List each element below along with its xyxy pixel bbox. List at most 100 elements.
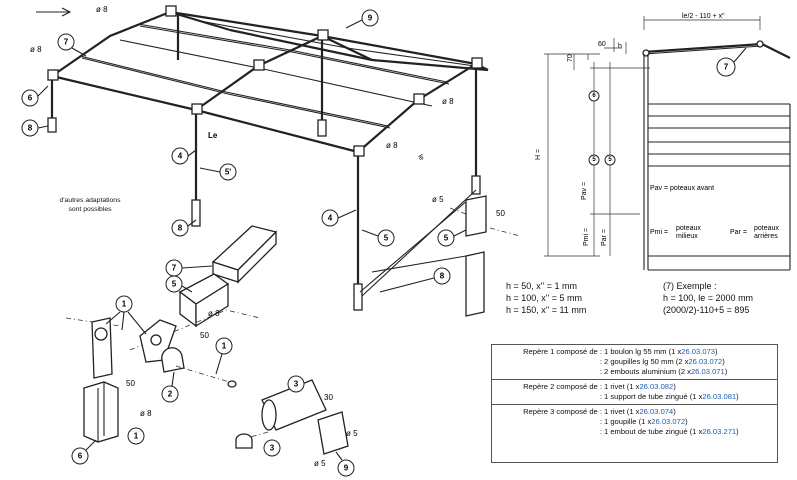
svg-text:ø 8: ø 8	[140, 409, 152, 418]
legend-text: 1 rivet (1 x	[604, 407, 640, 416]
svg-text:7: 7	[172, 264, 177, 273]
legend-text: 2 embouts aluminium (2 x	[604, 367, 691, 376]
legend-part-ref[interactable]: 26.03.081	[702, 392, 737, 401]
callout-7-section: 7	[716, 57, 736, 77]
example-line-2: (2000/2)-110+5 = 895	[663, 305, 750, 315]
legend-text: 1 rivet (1 x	[604, 382, 640, 391]
svg-text:arrières: arrières	[754, 233, 778, 240]
legend-part-ref[interactable]: 26.03.072	[651, 417, 686, 426]
adaptation-note: d'autres adaptations sont possibles	[59, 197, 121, 213]
legend-part-ref[interactable]: 26.03.072	[688, 357, 723, 366]
svg-text:5: 5	[444, 234, 449, 243]
svg-text:ø 8: ø 8	[386, 141, 398, 150]
svg-text:8: 8	[440, 272, 445, 281]
legend-part-ref[interactable]: 26.03.271	[702, 427, 737, 436]
callout-5-post: 5	[437, 229, 455, 247]
svg-text:2: 2	[168, 390, 173, 399]
callout-8-left: 8	[21, 119, 39, 137]
section-symbol-5: 5	[588, 154, 600, 166]
callout-7-detail: 7	[165, 259, 183, 277]
svg-text:4: 4	[328, 214, 333, 223]
svg-text:7: 7	[724, 63, 729, 72]
callout-1-mid: 1	[215, 337, 233, 355]
legend-text: 1 goupille (1 x	[604, 417, 652, 426]
callout-4-right: 4	[321, 209, 339, 227]
legend-row: :2 goupilles lg 50 mm (2 x 26.03.072)	[496, 357, 773, 367]
main-frame	[47, 5, 489, 311]
svg-text:50: 50	[200, 331, 209, 340]
svg-text:5: 5	[608, 157, 612, 163]
svg-text:50: 50	[496, 209, 505, 218]
legend-row: Repère 1 composé de :1 boulon lg 55 mm (…	[496, 347, 773, 357]
formula-h100: h = 100, x'' = 5 mm	[506, 293, 582, 303]
legend-key: :	[599, 357, 602, 366]
legend-key: :	[599, 417, 602, 426]
callout-1-bottom: 1	[127, 427, 145, 445]
svg-text:le: le	[416, 154, 425, 162]
svg-text:9: 9	[344, 464, 349, 473]
svg-text:Pmi =: Pmi =	[650, 229, 668, 236]
svg-text:4: 4	[178, 152, 183, 161]
svg-text:6: 6	[28, 94, 33, 103]
svg-text:6: 6	[592, 93, 596, 99]
legend-row: :2 embouts aluminium (2 x 26.03.071)	[496, 367, 773, 377]
callouts: 9 7 6 8 4 5' 8 4 5 5 8 7 5 1 1 2 3 6 1	[21, 9, 747, 477]
svg-text:Pmi =: Pmi =	[583, 228, 590, 246]
callout-6-bottom: 6	[71, 447, 89, 465]
legend-key: Repère 3 composé de :	[523, 407, 602, 416]
legend-text: 2 goupilles lg 50 mm (2 x	[604, 357, 689, 366]
section-symbol-5b: 5	[604, 154, 616, 166]
legend-key: Repère 2 composé de :	[523, 382, 602, 391]
legend-group-1: Repère 1 composé de :1 boulon lg 55 mm (…	[492, 345, 777, 380]
legend-key: :	[599, 427, 602, 436]
legend-part-ref[interactable]: 26.03.071	[690, 367, 725, 376]
legend-text: 1 support de tube zingué (1 x	[604, 392, 703, 401]
svg-text:ø 8: ø 8	[96, 5, 108, 14]
svg-text:8: 8	[178, 224, 183, 233]
legend-key: Repère 1 composé de :	[523, 347, 602, 356]
legend-part-ref[interactable]: 26.03.073	[681, 347, 716, 356]
legend-part-ref[interactable]: 26.03.074	[639, 407, 674, 416]
legend-group-3: Repère 3 composé de :1 rivet (1 x 26.03.…	[492, 405, 777, 439]
example-line-1: h = 100, le = 2000 mm	[663, 293, 754, 303]
legend-row: Repère 2 composé de :1 rivet (1 x 26.03.…	[496, 382, 773, 392]
svg-text:ø 5: ø 5	[346, 429, 358, 438]
svg-text:poteaux: poteaux	[676, 225, 701, 232]
svg-text:6: 6	[78, 452, 83, 461]
legend-group-2: Repère 2 composé de :1 rivet (1 x 26.03.…	[492, 380, 777, 405]
svg-text:3: 3	[270, 444, 275, 453]
svg-text:ø 5: ø 5	[432, 195, 444, 204]
svg-text:ø 8: ø 8	[442, 97, 454, 106]
callout-3-bottom: 3	[263, 439, 281, 457]
legend-row: :1 embout de tube zingué (1 x 26.03.271)	[496, 427, 773, 437]
svg-text:H =: H =	[535, 149, 542, 160]
legend-part-ref[interactable]: 26.03.082	[639, 382, 674, 391]
legend-row: Repère 3 composé de :1 rivet (1 x 26.03.…	[496, 407, 773, 417]
svg-text:Par =: Par =	[601, 229, 608, 246]
callout-8-mid: 8	[171, 219, 189, 237]
callout-6-left: 6	[21, 89, 39, 107]
legend-end: )	[673, 407, 676, 416]
dimension-labels: ø 8 ø 8 ø 8 ø 8 Le le ø 5 50 50 ø 8 50 ø…	[30, 5, 505, 468]
svg-text:ø 8: ø 8	[208, 309, 220, 318]
legend-end: )	[724, 367, 728, 376]
legend-key: :	[599, 392, 602, 401]
callout-5-right: 5	[377, 229, 395, 247]
svg-text:le/2 - 110 + x": le/2 - 110 + x"	[682, 13, 725, 20]
legend-text: 1 boulon lg 55 mm (1 x	[604, 347, 682, 356]
svg-text:30: 30	[324, 393, 333, 402]
svg-text:h: h	[618, 43, 622, 50]
legend-key: :	[599, 367, 602, 376]
svg-text:1: 1	[134, 432, 139, 441]
svg-text:ø 5: ø 5	[314, 459, 326, 468]
example-title: (7) Exemple :	[663, 281, 717, 291]
svg-text:Pav = poteaux avant: Pav = poteaux avant	[650, 185, 714, 192]
svg-text:9: 9	[368, 14, 373, 23]
svg-text:3: 3	[294, 380, 299, 389]
callout-1-left: 1	[115, 295, 133, 313]
callout-5p: 5'	[219, 163, 237, 181]
legend-row: :1 support de tube zingué (1 x 26.03.081…	[496, 392, 773, 402]
svg-text:Pav =: Pav =	[581, 182, 588, 200]
legend-end: )	[673, 382, 676, 391]
